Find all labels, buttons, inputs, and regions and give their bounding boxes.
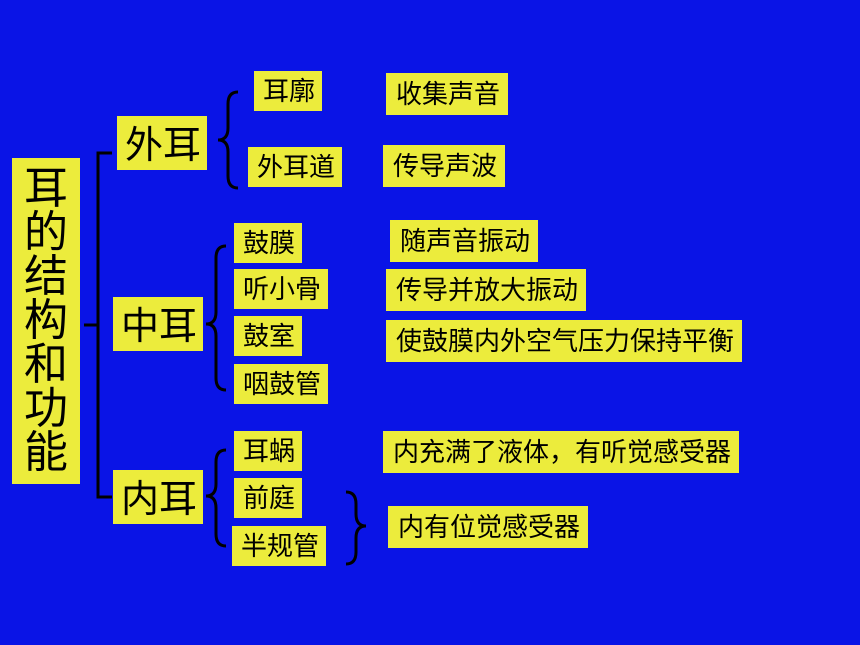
title-char: 功 (24, 383, 68, 434)
part-tympanic-cavity: 鼓室 (234, 316, 303, 356)
middle-ear-brace (205, 244, 227, 392)
part-ear-canal: 外耳道 (248, 147, 343, 187)
function-ear-canal: 传导声波 (383, 145, 506, 187)
inner-ear-label: 内耳 (113, 470, 204, 524)
function-cochlea: 内充满了液体，有听觉感受器 (383, 431, 740, 473)
outer-ear-label: 外耳 (117, 116, 208, 170)
part-semicircular-canals: 半规管 (232, 526, 327, 566)
part-cochlea: 耳蜗 (234, 431, 303, 471)
title-char: 能 (24, 427, 68, 478)
part-eustachian-tube: 咽鼓管 (234, 364, 329, 404)
part-eardrum: 鼓膜 (234, 223, 303, 263)
title-char: 的 (24, 207, 68, 258)
title-char: 结 (24, 251, 68, 302)
title-char: 构 (24, 295, 68, 346)
function-tympanic-cavity: 使鼓膜内外空气压力保持平衡 (386, 320, 743, 362)
part-vestibule: 前庭 (234, 478, 303, 518)
function-auricle: 收集声音 (386, 73, 509, 115)
function-eardrum: 随声音振动 (390, 220, 539, 262)
inner-ear-brace (205, 448, 227, 548)
vestibule-canal-brace (345, 490, 367, 566)
part-auricle: 耳廓 (254, 71, 323, 111)
part-ossicles: 听小骨 (234, 269, 329, 309)
function-ossicles: 传导并放大振动 (386, 269, 587, 311)
outer-ear-brace (217, 90, 239, 190)
main-bracket (96, 151, 112, 499)
title-char: 耳 (24, 163, 68, 214)
function-vestibule-canals: 内有位觉感受器 (388, 506, 589, 548)
middle-ear-label: 中耳 (113, 297, 204, 351)
diagram-title: 耳 的 结 构 和 功 能 (12, 158, 80, 484)
title-char: 和 (24, 339, 68, 390)
